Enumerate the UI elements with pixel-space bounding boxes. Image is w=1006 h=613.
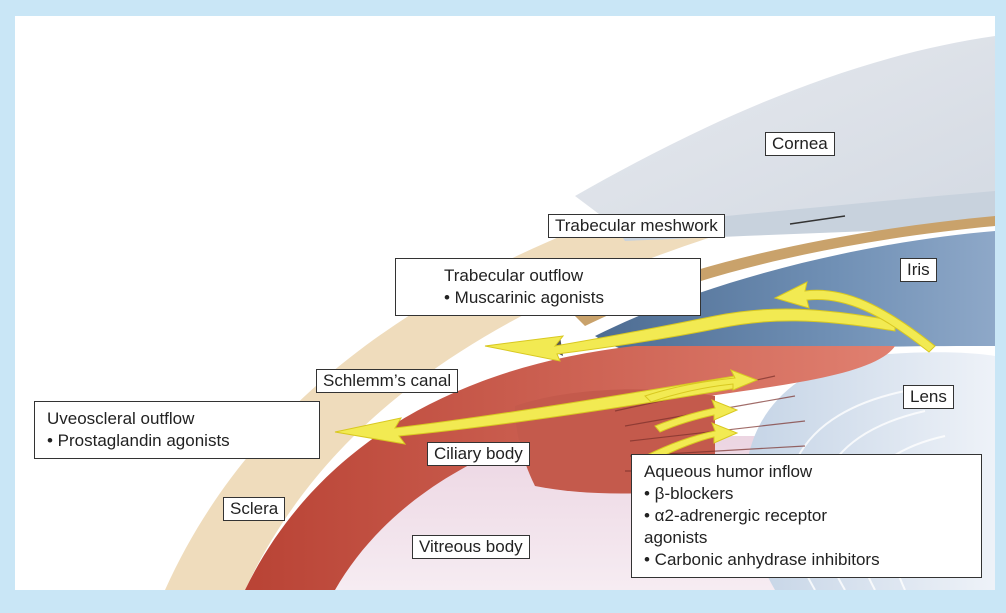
callout-aqueous-inflow: Aqueous humor inflow • β-blockers • α2-a…: [631, 454, 982, 578]
aqueous-inflow-item-4: • Carbonic anhydrase inhibitors: [644, 549, 969, 571]
label-schlemms-canal: Schlemm’s canal: [316, 369, 458, 393]
label-cornea: Cornea: [765, 132, 835, 156]
uveoscleral-outflow-item: • Prostaglandin agonists: [47, 430, 307, 452]
trabecular-outflow-item: • Muscarinic agonists: [408, 287, 688, 309]
aqueous-inflow-item-3: agonists: [644, 527, 969, 549]
label-iris: Iris: [900, 258, 937, 282]
callout-uveoscleral-outflow: Uveoscleral outflow • Prostaglandin agon…: [34, 401, 320, 459]
trabecular-outflow-title: Trabecular outflow: [408, 265, 688, 287]
label-lens: Lens: [903, 385, 954, 409]
aqueous-inflow-title: Aqueous humor inflow: [644, 461, 969, 483]
label-sclera: Sclera: [223, 497, 285, 521]
callout-trabecular-outflow: Trabecular outflow • Muscarinic agonists: [395, 258, 701, 316]
label-trabecular-meshwork: Trabecular meshwork: [548, 214, 725, 238]
aqueous-inflow-item-1: • β-blockers: [644, 483, 969, 505]
label-vitreous-body: Vitreous body: [412, 535, 530, 559]
uveoscleral-outflow-title: Uveoscleral outflow: [47, 408, 307, 430]
diagram-frame: Cornea Trabecular meshwork Iris Schlemm’…: [15, 16, 995, 590]
aqueous-inflow-item-2: • α2-adrenergic receptor: [644, 505, 969, 527]
label-ciliary-body: Ciliary body: [427, 442, 530, 466]
